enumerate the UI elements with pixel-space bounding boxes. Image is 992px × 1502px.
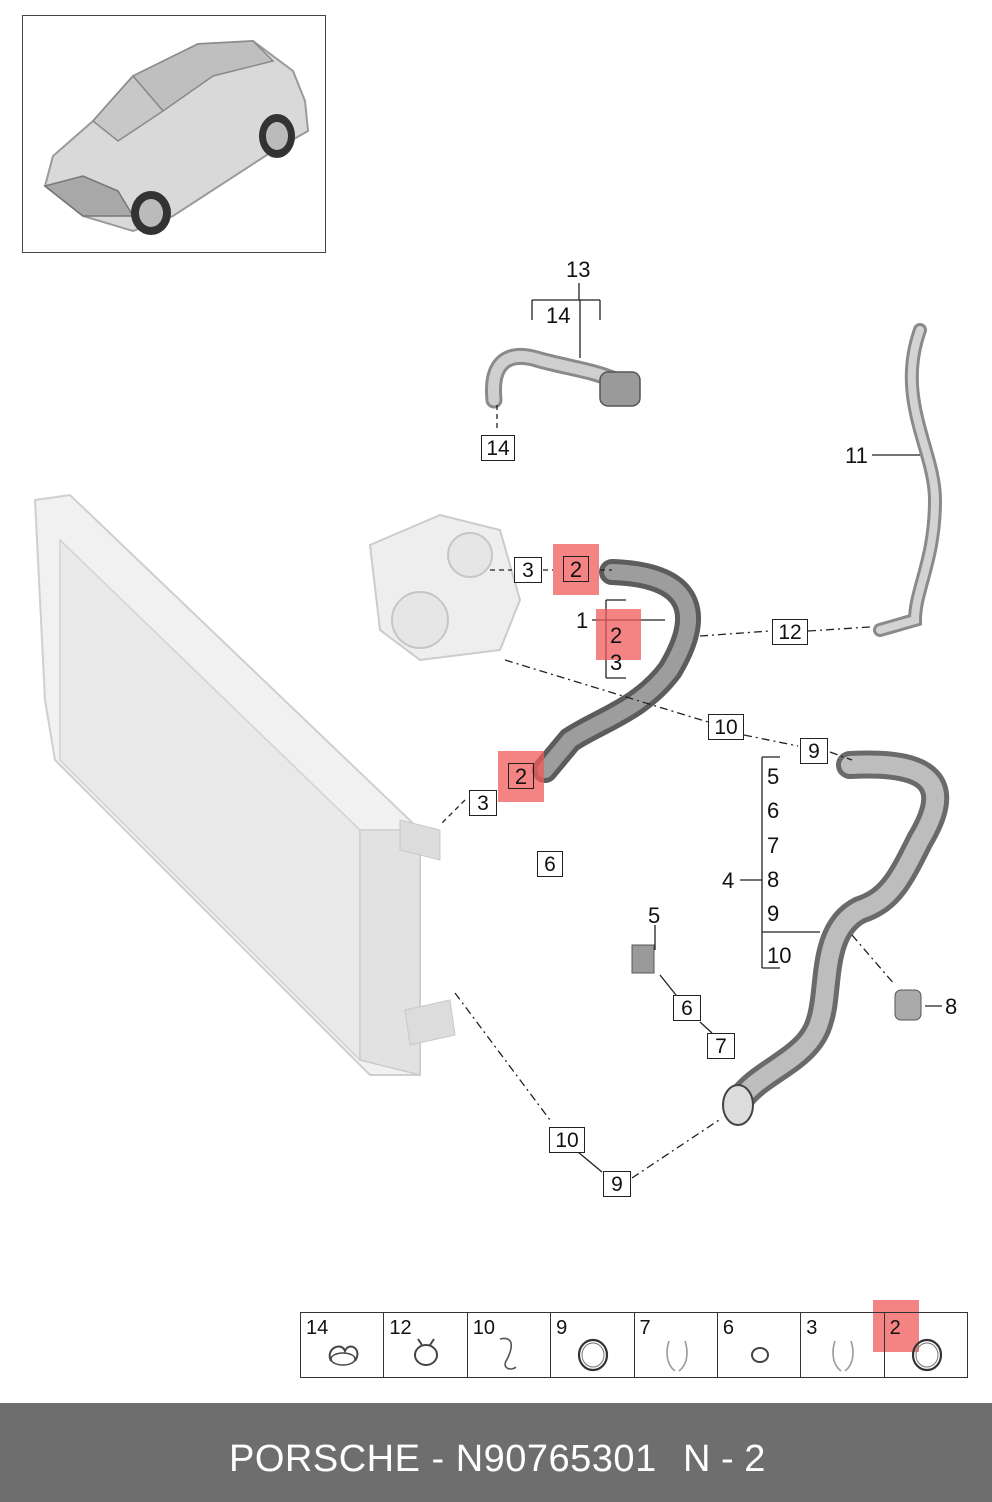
- hose-4: [722, 750, 950, 1126]
- legend-number: 2: [889, 1317, 901, 1339]
- footer-bar: PORSCHE - N90765301 N - 2: [0, 1403, 992, 1502]
- callout-5: 5: [648, 903, 661, 928]
- legend-cell-2: 2: [885, 1313, 967, 1377]
- footer-part-number: PORSCHE - N90765301: [229, 1438, 657, 1480]
- callout-2-pump: 2: [569, 557, 583, 582]
- callout-11: 11: [845, 443, 868, 468]
- callout-box-2-low: 2: [508, 763, 534, 789]
- callout-9-low: 9: [603, 1171, 631, 1197]
- callout-box-2-pump: 2: [563, 556, 589, 582]
- callout-14-box: 14: [481, 435, 515, 461]
- group-item-7: 7: [767, 833, 780, 858]
- callout-1: 1: [576, 608, 589, 633]
- radiator: [33, 493, 456, 1076]
- legend-cell-9: 9: [551, 1313, 635, 1377]
- callout-6-low: 6: [673, 995, 701, 1021]
- footer-page-label: N - 2: [683, 1438, 766, 1480]
- legend-cell-12: 12: [384, 1313, 468, 1377]
- parts-diagram: 2 2 13 14 14 11 3 1 2 3 12 10 9 3 6 4 5 …: [22, 15, 958, 1352]
- callout-8: 8: [945, 994, 958, 1019]
- legend-number: 14: [306, 1317, 329, 1339]
- pipe-11: [873, 323, 943, 637]
- legend-number: 9: [556, 1317, 568, 1339]
- hose-1: [532, 559, 701, 783]
- legend-cell-6: 6: [718, 1313, 802, 1377]
- highlight-2-group: [596, 609, 641, 660]
- car-icon: [43, 39, 310, 235]
- group-item-5: 5: [767, 764, 780, 789]
- legend-cell-3: 3: [801, 1313, 885, 1377]
- callout-3-low: 3: [469, 790, 497, 816]
- hose-13: [485, 347, 641, 409]
- water-pump: [368, 513, 522, 662]
- legend-number: 7: [639, 1317, 651, 1339]
- leader-lines: [439, 283, 942, 1179]
- parts-legend-table: 14 12 10 9 7 6 3 2: [300, 1312, 968, 1378]
- callout-10-mid: 10: [708, 714, 744, 740]
- group-item-9: 9: [767, 901, 780, 926]
- callout-2-low: 2: [514, 764, 528, 789]
- callout-2-group: 2: [610, 623, 623, 648]
- callout-13: 13: [566, 257, 591, 282]
- callout-12: 12: [772, 619, 808, 645]
- highlight-2-pump: 2: [553, 544, 599, 595]
- group-item-6: 6: [767, 798, 780, 823]
- highlight-2-legend: [873, 1300, 919, 1352]
- group-item-10: 10: [767, 943, 792, 968]
- legend-cell-7: 7: [635, 1313, 718, 1377]
- vehicle-thumbnail: [22, 15, 326, 253]
- legend-number: 10: [472, 1317, 495, 1339]
- legend-cell-14: 14: [301, 1313, 385, 1377]
- callout-6-center: 6: [537, 851, 563, 877]
- legend-number: 12: [389, 1317, 412, 1339]
- callout-3-group: 3: [610, 650, 623, 675]
- highlight-2-low: 2: [498, 751, 544, 802]
- callout-7-low: 7: [707, 1033, 735, 1059]
- callout-3-pump: 3: [514, 557, 542, 583]
- callout-9-mid: 9: [800, 738, 828, 764]
- legend-number: 3: [806, 1317, 818, 1339]
- callout-14-top: 14: [546, 303, 571, 328]
- group-item-8: 8: [767, 867, 780, 892]
- callout-4: 4: [722, 868, 735, 893]
- legend-cell-10: 10: [468, 1313, 552, 1377]
- schematic-drawing: [33, 283, 950, 1179]
- legend-number: 6: [722, 1317, 734, 1339]
- callout-10-low: 10: [549, 1127, 585, 1153]
